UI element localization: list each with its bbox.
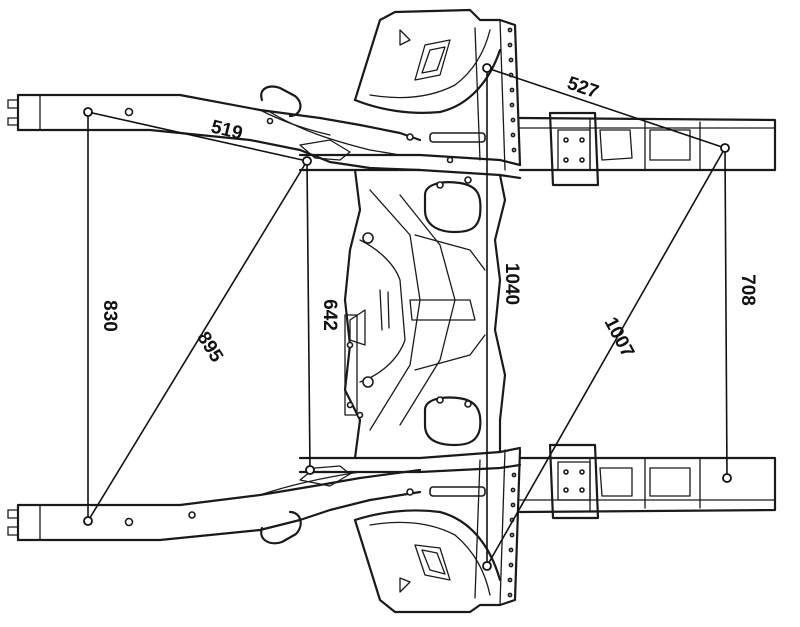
lower-rear-rail [518, 443, 777, 520]
dim-line-527 [486, 67, 726, 149]
point-mid-lower [305, 465, 315, 475]
point-front-lower [83, 516, 93, 526]
point-mid-upper [302, 156, 312, 166]
upper-crossmember [298, 132, 522, 180]
dim-line-895 [87, 160, 308, 522]
dimension-lines [87, 67, 728, 567]
dim-line-519 [87, 111, 308, 162]
point-rear-lower [722, 473, 732, 483]
dim-line-642 [306, 160, 311, 471]
dim-line-708 [724, 147, 728, 479]
dim-label-708: 708 [737, 274, 758, 306]
lower-rivet-row [507, 472, 517, 598]
point-firewall-upper [482, 63, 492, 73]
dim-label-527: 527 [564, 73, 601, 103]
upper-rear-rail [518, 111, 777, 187]
lower-crossmember [298, 446, 522, 497]
chassis-frame [7, 8, 777, 614]
point-rear-upper [720, 143, 730, 153]
dim-label-1007: 1007 [600, 314, 638, 361]
dim-line-1007 [486, 147, 726, 567]
upper-wheel-arch [353, 8, 522, 171]
dim-label-1040: 1040 [501, 263, 522, 305]
point-firewall-lower [482, 561, 492, 571]
upper-rivet-row [507, 27, 517, 153]
central-panel [343, 168, 507, 460]
point-front-upper [83, 107, 93, 117]
measurement-points [83, 63, 732, 571]
dimension-labels: 519 527 830 895 642 1040 1007 708 [99, 73, 758, 367]
dim-label-895: 895 [192, 328, 227, 366]
lower-front-rail [7, 465, 422, 545]
dim-label-830: 830 [99, 300, 120, 332]
lower-wheel-arch [353, 448, 522, 614]
dim-label-642: 642 [319, 299, 340, 331]
